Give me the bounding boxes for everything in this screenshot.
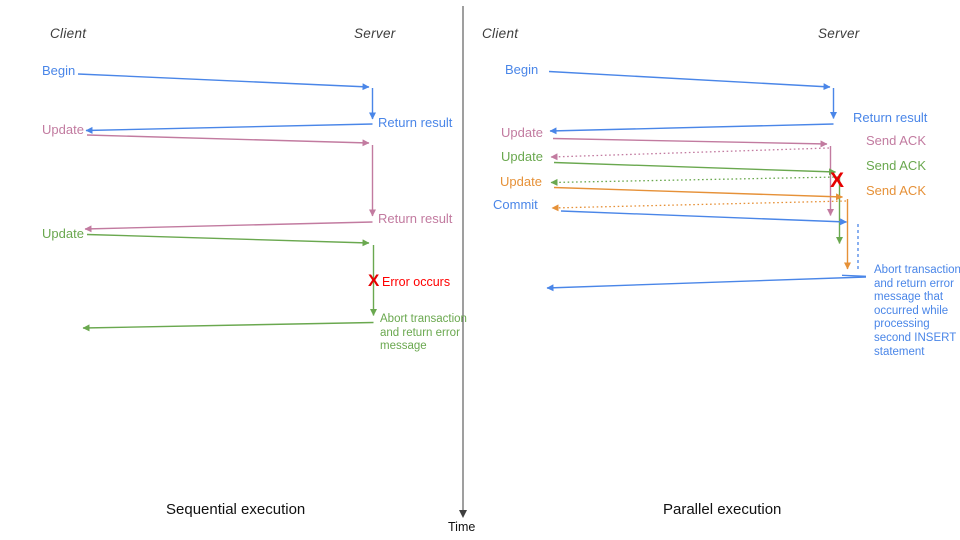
right-return-result-label: Return result bbox=[853, 110, 928, 125]
right-begin-request-arrow bbox=[548, 70, 831, 91]
right-update1-request-arrow bbox=[552, 137, 828, 148]
right-commit-request-arrow bbox=[560, 210, 847, 226]
left-return-result-1-label: Return result bbox=[378, 115, 453, 130]
left-abort-message: Abort transaction and return error messa… bbox=[380, 313, 467, 353]
left-return-result-1-arrow bbox=[85, 123, 373, 134]
right-abort-return-arrow bbox=[546, 276, 867, 292]
right-update3-request-arrow bbox=[553, 186, 843, 201]
left-return-result-2-arrow bbox=[84, 221, 373, 233]
right-update-1-label: Update bbox=[501, 125, 543, 140]
right-send-ack-3-label: Send ACK bbox=[866, 183, 926, 198]
left-error-x-icon: X bbox=[368, 271, 380, 290]
right-server-lifeline-tick bbox=[841, 274, 867, 277]
right-update-2-label: Update bbox=[501, 149, 543, 164]
right-return-result-arrow bbox=[549, 123, 834, 135]
right-send-ack2-dotted-arrow bbox=[550, 176, 839, 186]
right-begin-label: Begin bbox=[505, 62, 539, 77]
right-server-header: Server bbox=[818, 26, 860, 41]
left-server-header: Server bbox=[354, 26, 396, 41]
time-axis-label: Time bbox=[448, 520, 476, 534]
left-client-header: Client bbox=[50, 26, 87, 41]
right-abort-message: Abort transaction and return error messa… bbox=[874, 264, 960, 358]
left-begin-label: Begin bbox=[42, 63, 76, 78]
right-commit-label: Commit bbox=[493, 197, 538, 212]
right-update2-request-arrow bbox=[553, 161, 836, 176]
left-error-occurs-label: Error occurs bbox=[382, 275, 451, 289]
left-update2-request-arrow bbox=[86, 233, 370, 247]
right-error-x-icon: X bbox=[830, 169, 845, 192]
right-send-ack3-dotted-arrow bbox=[551, 200, 847, 212]
right-send-ack-2-label: Send ACK bbox=[866, 158, 926, 173]
left-abort-return-arrow bbox=[82, 321, 374, 332]
right-update-3-label: Update bbox=[500, 174, 542, 189]
left-update-1-label: Update bbox=[42, 122, 84, 137]
left-begin-request-arrow bbox=[77, 73, 370, 91]
left-caption: Sequential execution bbox=[166, 501, 306, 518]
right-send-ack-1-label: Send ACK bbox=[866, 133, 926, 148]
right-caption: Parallel execution bbox=[663, 501, 782, 518]
left-return-result-2-label: Return result bbox=[378, 211, 453, 226]
right-send-ack1-dotted-arrow bbox=[550, 147, 830, 161]
left-update-2-label: Update bbox=[42, 226, 84, 241]
left-update-request-arrow bbox=[86, 134, 370, 147]
right-client-header: Client bbox=[482, 26, 519, 41]
